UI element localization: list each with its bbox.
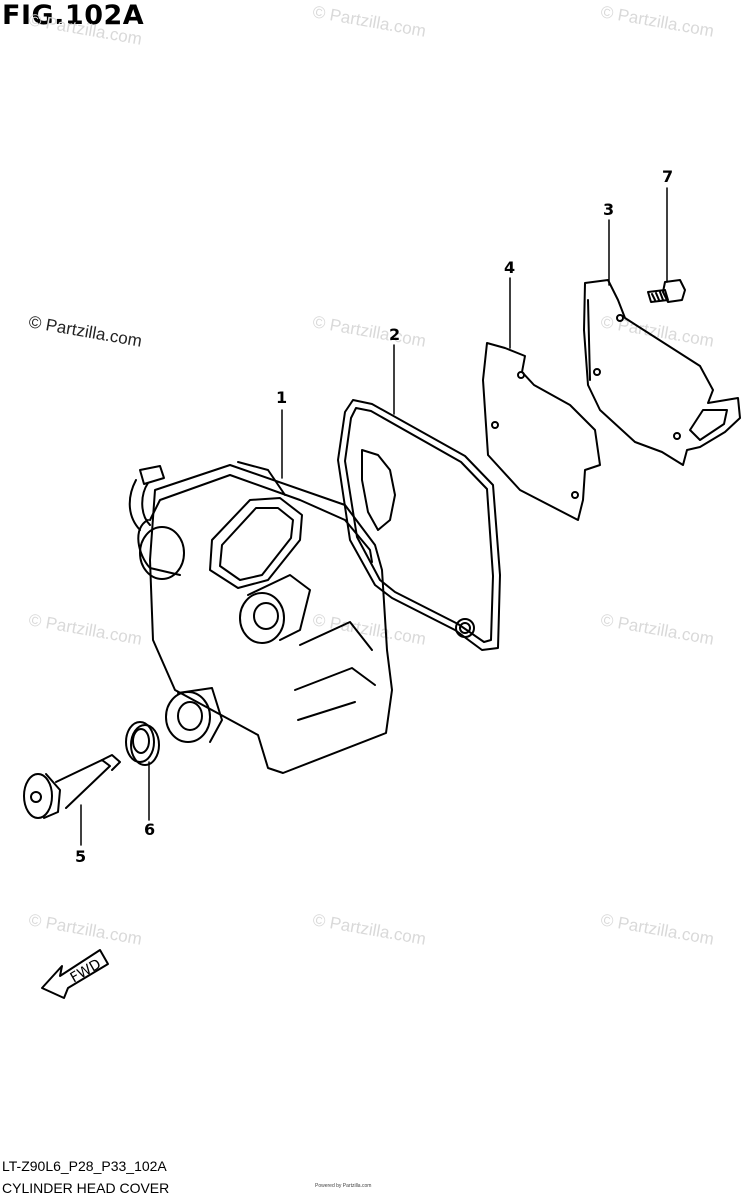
figure-title: FIG.102A	[2, 0, 145, 31]
figure-name: CYLINDER HEAD COVER	[2, 1180, 170, 1196]
callout-3: 3	[603, 200, 615, 219]
callout-1: 1	[276, 388, 288, 407]
leader-lines	[80, 187, 668, 846]
fwd-arrow-icon: FWD	[41, 949, 109, 999]
footer-tiny-print: Powered by Partzilla.com	[315, 1183, 372, 1189]
callout-5: 5	[75, 847, 87, 866]
callout-4: 4	[504, 258, 516, 277]
part-5-bolt[interactable]	[23, 754, 121, 819]
callout-2: 2	[389, 325, 401, 344]
part-1-head-cover[interactable]	[128, 461, 393, 774]
callout-6: 6	[144, 820, 156, 839]
figure-code: LT-Z90L6_P28_P33_102A	[2, 1158, 167, 1174]
part-7-bolt[interactable]	[647, 279, 686, 303]
callout-7: 7	[662, 167, 674, 186]
part-2-gasket[interactable]	[337, 399, 501, 651]
part-6-washer[interactable]	[125, 721, 160, 766]
part-3-bracket[interactable]	[583, 279, 741, 466]
part-4-plate[interactable]	[482, 342, 601, 521]
